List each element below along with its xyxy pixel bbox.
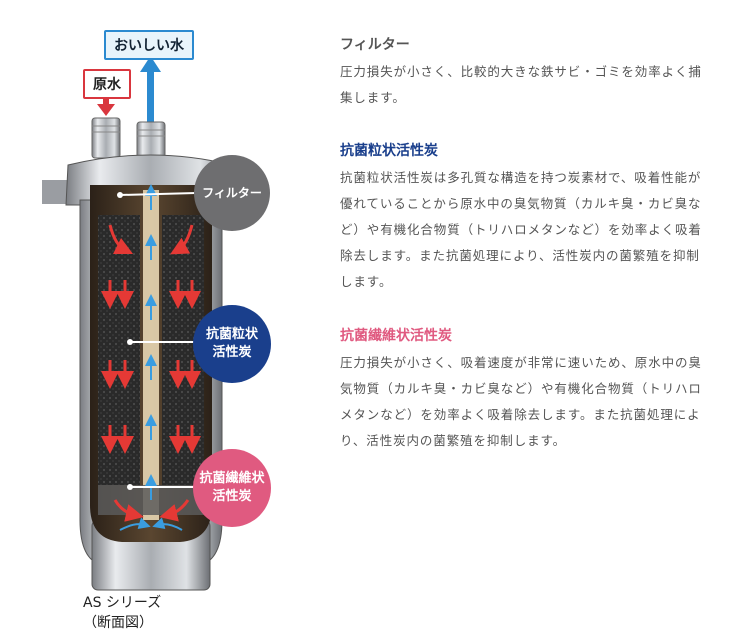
- caption-series: AS シリーズ: [83, 595, 162, 611]
- caption-view: （断面図）: [83, 615, 153, 632]
- granular-carbon-callout: 抗菌粒状 活性炭: [193, 305, 271, 383]
- clean-flow-arrows: [119, 184, 183, 531]
- cartridge-cross-section-figure: おいしい水 原水 フィルター 抗菌粒状 活性炭 抗菌繊維状 活性炭 AS シリー…: [0, 0, 320, 644]
- section-title: フィルター: [340, 37, 410, 53]
- section-title: 抗菌粒状活性炭: [340, 143, 438, 159]
- section-fiber-carbon: 抗菌繊維状活性炭 圧力損失が小さく、吸着速度が非常に速いため、原水中の臭気物質（…: [340, 325, 708, 454]
- center-tube: [143, 190, 159, 520]
- raw-flow-arrows: [101, 224, 201, 522]
- section-body: 圧力損失が小さく、比較的大きな鉄サビ・ゴミを効率よく捕集します。: [340, 64, 702, 105]
- filter-callout: フィルター: [194, 155, 270, 231]
- cartridge-illustration: [42, 56, 235, 591]
- callout-leaders: [119, 192, 197, 488]
- clean-water-arrow: [140, 56, 161, 125]
- figure-caption: AS シリーズ （断面図）: [83, 593, 161, 634]
- clean-water-label: おいしい水: [104, 30, 194, 60]
- outlet-fitting: [136, 121, 166, 161]
- section-granular-carbon: 抗菌粒状活性炭 抗菌粒状活性炭は多孔質な構造を持つ炭素材で、吸着性能が優れている…: [340, 140, 708, 295]
- inlet-fitting: [91, 117, 121, 159]
- section-body: 抗菌粒状活性炭は多孔質な構造を持つ炭素材で、吸着性能が優れていることから原水中の…: [340, 170, 702, 289]
- section-title: 抗菌繊維状活性炭: [340, 328, 452, 344]
- section-filter: フィルター 圧力損失が小さく、比較的大きな鉄サビ・ゴミを効率よく捕集します。: [340, 34, 708, 111]
- fiber-carbon-callout: 抗菌繊維状 活性炭: [193, 449, 271, 527]
- raw-water-arrow: [97, 92, 115, 116]
- granular-carbon-left: [98, 215, 140, 485]
- raw-water-label: 原水: [83, 69, 131, 99]
- section-body: 圧力損失が小さく、吸着速度が非常に速いため、原水中の臭気物質（カルキ臭・カビ臭な…: [340, 355, 702, 448]
